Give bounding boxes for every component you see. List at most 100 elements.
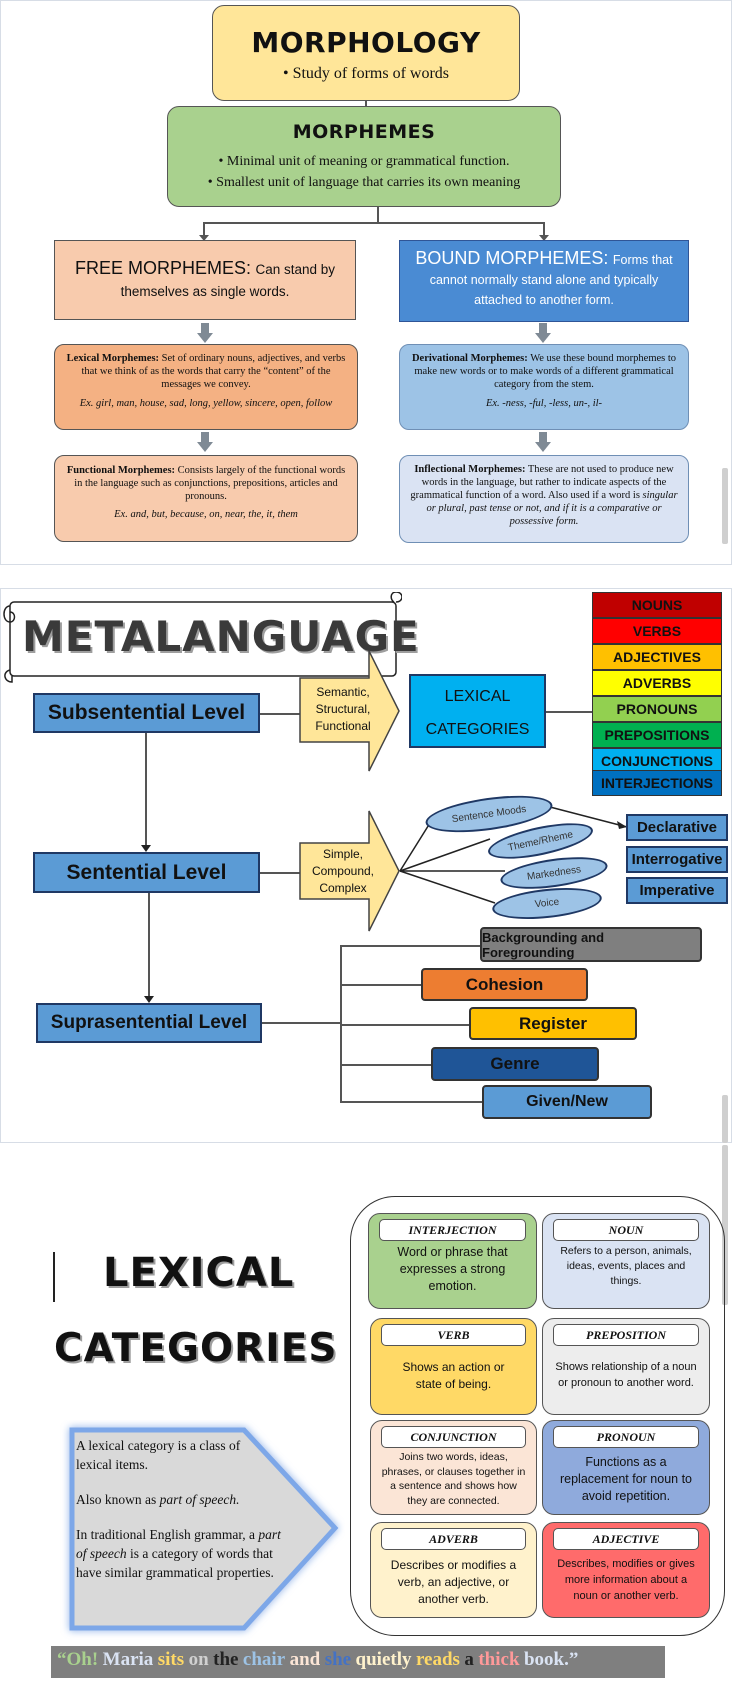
morphemes-box: MORPHEMES Minimal unit of meaning or gra…: [167, 106, 561, 207]
functional-morphemes-box: Functional Morphemes: Consists largely o…: [54, 455, 358, 542]
subsentential-level-box: Subsentential Level: [33, 693, 260, 733]
connector: [365, 101, 367, 107]
category-prepositions: PREPOSITIONS: [592, 722, 722, 748]
connector: [340, 984, 422, 986]
lexical-morphemes-example: Ex. girl, man, house, sad, long, yellow,…: [79, 398, 333, 409]
derivational-morphemes-box: Derivational Morphemes: We use these bou…: [399, 344, 689, 430]
connector: [260, 872, 300, 874]
scrollbar-thumb[interactable]: [722, 468, 728, 544]
connector: [546, 711, 592, 713]
lexical-categories-line: LEXICAL: [444, 688, 511, 705]
intro-p2-prefix: Also known as: [76, 1492, 160, 1507]
sentence-word-noun: book.”: [523, 1649, 579, 1670]
metalanguage-title: METALANGUAGE: [22, 612, 420, 661]
card-preposition: PREPOSITION Shows relationship of a noun…: [542, 1318, 710, 1415]
morphemes-point: Minimal unit of meaning or grammatical f…: [168, 151, 560, 172]
fan-lines: [399, 806, 628, 904]
sentence-word-conjunction: and: [289, 1649, 321, 1670]
category-verbs: VERBS: [592, 618, 722, 644]
scrollbar-thumb[interactable]: [722, 1145, 728, 1305]
inflectional-morphemes-heading: Inflectional Morphemes:: [414, 464, 526, 475]
category-adverbs: ADVERBS: [592, 670, 722, 696]
card-pronoun: PRONOUN Functions as a replacement for n…: [542, 1420, 710, 1515]
lexical-morphemes-desc: Set of ordinary nouns, adjectives, and v…: [81, 353, 346, 390]
supra-backgrounding: Backgrounding and Foregrounding: [480, 927, 702, 962]
arrow1-text: Semantic, Structural, Functional: [315, 685, 371, 733]
connector: [340, 945, 481, 947]
connector: [262, 1022, 341, 1024]
intro-p3-suffix: is a category of words that have similar…: [76, 1546, 274, 1580]
scrollbar-thumb[interactable]: [722, 1095, 728, 1143]
connector: [203, 222, 544, 224]
connector: [203, 222, 205, 237]
connector: [340, 1024, 470, 1026]
intro-p2-italic: part of speech.: [159, 1492, 240, 1507]
morphology-subtitle: Study of forms of words: [213, 65, 519, 83]
functional-morphemes-example: Ex. and, but, because, on, near, the, it…: [114, 509, 298, 520]
connector: [340, 1064, 432, 1066]
arrowhead: [539, 235, 549, 241]
categories-container: [350, 1196, 725, 1636]
functional-morphemes-heading: Functional Morphemes:: [66, 465, 176, 476]
sentential-level-box: Sentential Level: [33, 852, 260, 893]
sentence-word-noun: chair: [242, 1649, 286, 1670]
mood-imperative: Imperative: [626, 877, 728, 904]
derivational-morphemes-desc: We use these bound morphemes to make new…: [414, 353, 677, 390]
morphemes-title: MORPHEMES: [292, 121, 436, 143]
card-conjunction: CONJUNCTION Joins two words, ideas, phra…: [370, 1420, 537, 1515]
intro-p3-italic: part of speech: [76, 1527, 281, 1561]
example-sentence-bar: “Oh! Maria sits on the chair and she qui…: [51, 1646, 665, 1678]
functional-morphemes-desc: Consists largely of the functional words…: [74, 465, 346, 502]
derivational-morphemes-heading: Derivational Morphemes:: [411, 353, 528, 364]
arrow-down-icon: [197, 432, 213, 452]
derivational-morphemes-example: Ex. -ness, -ful, -less, un-, il-: [485, 398, 603, 409]
sentence-word-adjective: thick: [478, 1649, 520, 1670]
arrow-down-icon: [535, 323, 551, 343]
bound-morphemes-box: BOUND MORPHEMES: Forms that cannot norma…: [399, 240, 689, 322]
inflectional-morphemes-desc-italic: singular or plural, past tense or not, a…: [426, 490, 678, 527]
intro-text: A lexical category is a class of lexical…: [76, 1436, 286, 1582]
lexical-morphemes-heading: Lexical Morphemes:: [66, 353, 160, 364]
category-interjections: INTERJECTIONS: [592, 770, 722, 796]
connector: [340, 1101, 483, 1103]
supra-given-new: Given/New: [482, 1085, 652, 1119]
arrow2-text: Simple, Compound, Complex: [311, 847, 375, 895]
arrowhead: [199, 235, 209, 241]
category-pronouns: PRONOUNS: [592, 696, 722, 722]
lexical-title-line2: CATEGORIES: [54, 1326, 338, 1371]
inflectional-morphemes-box: Inflectional Morphemes: These are not us…: [399, 455, 689, 543]
sentence-word-pronoun: she: [324, 1649, 352, 1670]
sentence-word-verb: sits: [157, 1649, 185, 1670]
lexical-categories-box: LEXICAL CATEGORIES: [409, 674, 546, 748]
free-morphemes-box: FREE MORPHEMES: Can stand by themselves …: [54, 240, 356, 320]
lexical-morphemes-box: Lexical Morphemes: Set of ordinary nouns…: [54, 344, 358, 430]
inflectional-morphemes-desc: These are not used to produce new words …: [410, 464, 674, 501]
connector: [260, 713, 300, 715]
morphemes-point: Smallest unit of language that carries i…: [168, 172, 560, 193]
category-nouns: NOUNS: [592, 592, 722, 618]
sentence-word-noun: Maria: [102, 1649, 154, 1670]
sentence-word-verb: reads: [415, 1649, 460, 1670]
arrow-down-icon: [535, 432, 551, 452]
intro-p1: A lexical category is a class of lexical…: [76, 1438, 241, 1472]
arrowhead: [141, 845, 151, 852]
connector: [340, 945, 342, 1102]
block-arrow: [299, 650, 400, 772]
text-cursor: [53, 1252, 55, 1302]
sentence-word-article: a: [464, 1649, 474, 1670]
intro-pentagon: [69, 1427, 339, 1631]
card-interjection: INTERJECTION Word or phrase that express…: [368, 1213, 537, 1309]
supra-cohesion: Cohesion: [421, 968, 588, 1001]
sentence-word-interjection: “Oh!: [57, 1649, 99, 1670]
morphology-title: MORPHOLOGY: [251, 26, 481, 59]
card-adjective: ADJECTIVE Describes, modifies or gives m…: [542, 1522, 710, 1618]
connector: [377, 207, 379, 222]
morphology-title-box: MORPHOLOGY Study of forms of words: [212, 5, 520, 101]
card-verb: VERB Shows an action or state of being.: [370, 1318, 537, 1415]
sentence-word-preposition: on: [188, 1649, 209, 1670]
bound-morphemes-desc: Forms that cannot normally stand alone a…: [429, 253, 673, 307]
suprasentential-level-box: Suprasentential Level: [36, 1003, 262, 1043]
connector: [148, 893, 150, 996]
sentence-word-article: the: [213, 1649, 239, 1670]
sentence-word-adverb: quietly: [355, 1649, 412, 1670]
